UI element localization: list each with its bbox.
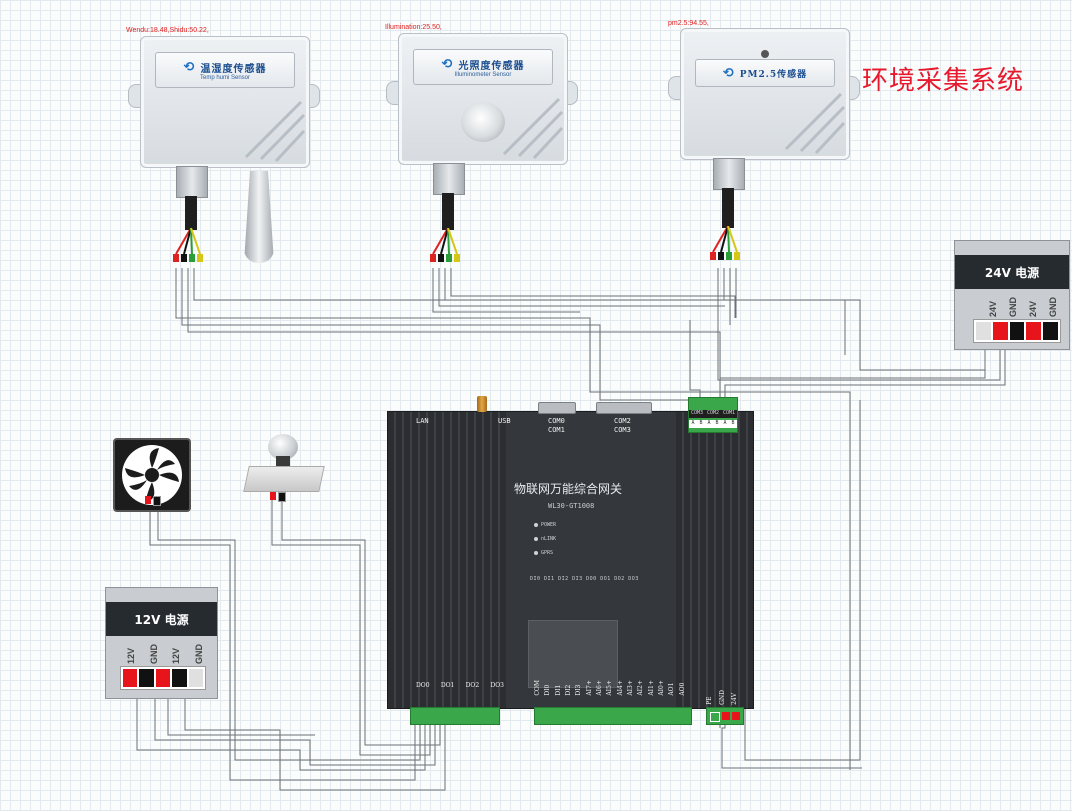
com3-label: COM3 <box>614 426 631 434</box>
usb-port-label: USB <box>498 417 511 425</box>
terminal-label: 24V <box>1028 300 1038 317</box>
com2-label: COM2 <box>614 417 631 425</box>
system-title: 环境采集系统 <box>862 66 1025 96</box>
com-terminal-block[interactable]: COM3 COM2 COM1 A B A B A B <box>688 397 738 433</box>
sensor-subtitle: Temp humi Sensor <box>199 74 251 81</box>
relay-label: DO2 <box>465 682 480 689</box>
terminal-label: GND <box>193 644 204 664</box>
sensor-name: 光照度传感器 <box>458 60 525 72</box>
terminal-negative[interactable] <box>1009 322 1025 340</box>
fan-icon <box>122 445 182 505</box>
sensor-housing: ⟲ PM2.5传感器 <box>680 28 850 160</box>
alarm-lamp[interactable] <box>243 434 325 504</box>
terminal-negative[interactable] <box>172 669 187 687</box>
led-gprs: GPRS <box>541 550 554 556</box>
sensor-label-plate: ⟲ 温湿度传感器 Temp humi Sensor <box>155 52 295 88</box>
sensor-housing: ⟲ 光照度传感器 Illuminometer Sensor <box>398 33 568 165</box>
housing-stripes <box>784 92 846 154</box>
status-leds: POWER nLINK GPRS <box>534 522 556 556</box>
relay-terminal-block[interactable] <box>410 707 500 725</box>
fan[interactable] <box>113 438 191 512</box>
bottom-pin-labels: COM DI0 DI1 DI2 DI3 AI7+ AI6+ AI5+ AI4+ … <box>534 680 686 696</box>
sensor-name: PM2.5传感器 <box>739 69 808 80</box>
lamp-base <box>243 466 325 492</box>
lan-port-label: LAN <box>416 417 429 425</box>
terminal-label: 12V <box>171 647 182 664</box>
terminal-positive[interactable] <box>992 322 1008 340</box>
cable-gland <box>433 163 465 195</box>
relay-label: DO0 <box>416 682 430 689</box>
housing-stripes <box>502 97 564 159</box>
terminal-label: GND <box>1048 297 1058 317</box>
cable-gland <box>713 158 745 190</box>
led-power: POWER <box>541 522 557 528</box>
terminal-label: GND <box>1008 297 1018 317</box>
io-terminal-block[interactable] <box>534 707 692 725</box>
sensor-label-plate: ⟲ PM2.5传感器 <box>695 59 835 87</box>
led-nlink: nLINK <box>541 536 557 542</box>
pm25-reading: pm2.5:94.55, <box>668 20 709 27</box>
sensor-name: 温湿度传感器 <box>200 63 267 75</box>
light-dome <box>461 102 505 142</box>
display-window <box>528 620 618 688</box>
temp-humidity-sensor[interactable]: ⟲ 温湿度传感器 Temp humi Sensor <box>128 36 323 271</box>
psu-24v[interactable]: 24V 电源 24V GND 24V GND <box>954 240 1070 350</box>
illumination-reading: Illumination:25.50, <box>385 24 442 31</box>
psu-title: 24V 电源 <box>955 255 1069 289</box>
sensor-label-plate: ⟲ 光照度传感器 Illuminometer Sensor <box>413 49 553 85</box>
terminal-label: 24V <box>988 300 998 317</box>
psu-12v[interactable]: 12V 电源 12V GND 12V GND <box>105 587 218 699</box>
sensor-subtitle: Illuminometer Sensor <box>454 71 512 78</box>
relay-label: DO1 <box>440 682 455 689</box>
illumination-sensor[interactable]: ⟲ 光照度传感器 Illuminometer Sensor <box>386 33 581 268</box>
db9-connector[interactable] <box>596 402 652 414</box>
sensor-cable <box>185 196 197 230</box>
db9-connector[interactable] <box>538 402 576 414</box>
psu-terminal-block <box>120 666 206 690</box>
psu-terminal-block <box>973 319 1061 343</box>
com0-label: COM0 <box>548 417 565 425</box>
power-pin-labels: PE GND 24V <box>706 690 738 705</box>
terminal-positive[interactable] <box>1026 322 1042 340</box>
wire-leads <box>430 228 460 262</box>
terminal-label: GND <box>148 644 159 664</box>
housing-stripes <box>244 100 306 162</box>
terminal-label: 12V <box>126 647 137 664</box>
terminal-positive[interactable] <box>155 669 171 687</box>
lamp-bulb-icon <box>268 434 298 460</box>
io-led-labels: DI0 DI1 DI2 DI3 DO0 DO1 DO2 DO3 <box>530 576 639 582</box>
gateway-title: 物联网万能综合网关 <box>514 482 623 496</box>
terminal-negative[interactable] <box>139 669 154 687</box>
cable-gland <box>176 166 208 198</box>
com1-label: COM1 <box>548 426 565 434</box>
wire-leads <box>710 226 740 260</box>
air-inlet-icon <box>761 50 769 58</box>
wire-leads <box>173 228 203 262</box>
sensor-cable <box>722 188 734 228</box>
brand-logo-icon: ⟲ <box>183 59 195 75</box>
brand-logo-icon: ⟲ <box>722 65 734 81</box>
sensor-housing: ⟲ 温湿度传感器 Temp humi Sensor <box>140 36 310 168</box>
gateway-model: WL30-GT1008 <box>548 502 595 510</box>
probe <box>244 171 274 263</box>
pm25-sensor[interactable]: ⟲ PM2.5传感器 <box>668 28 863 268</box>
power-terminal-block[interactable] <box>706 707 744 725</box>
iot-gateway[interactable]: LAN USB COM0 COM1 COM2 COM3 物联网万能综合网关 WL… <box>387 411 754 709</box>
relay-label: DO3 <box>490 682 504 689</box>
antenna <box>477 396 487 412</box>
temp-humidity-reading: Wendu:18.48,Shidu:50.22, <box>126 27 209 34</box>
terminal-negative[interactable] <box>1043 322 1058 340</box>
sensor-cable <box>442 193 454 230</box>
terminal-positive[interactable] <box>123 669 138 687</box>
brand-logo-icon: ⟲ <box>441 56 453 72</box>
psu-title: 12V 电源 <box>106 602 217 636</box>
